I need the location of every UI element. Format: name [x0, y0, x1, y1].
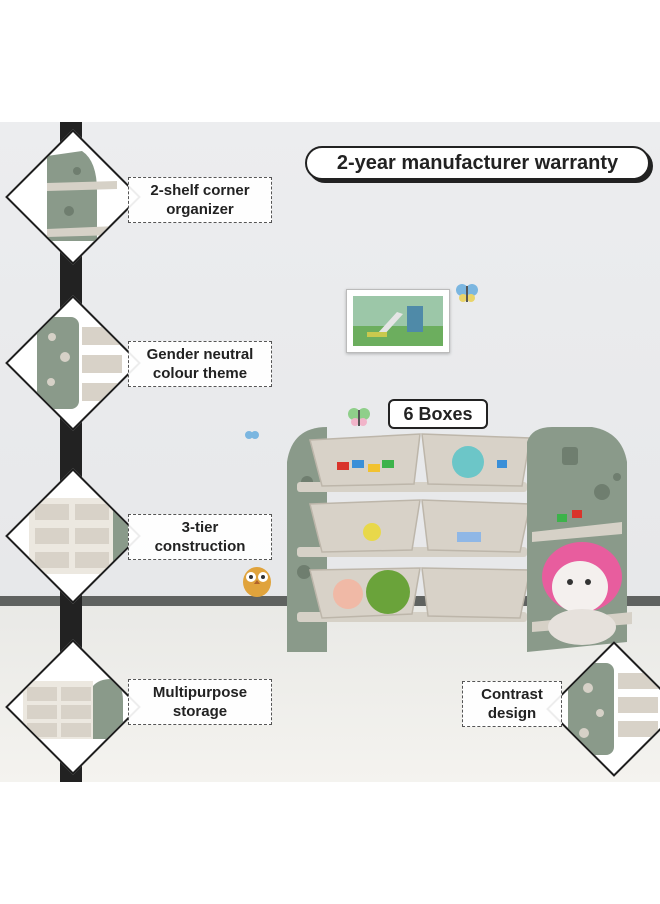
side-panel-thumbnail: [5, 295, 141, 431]
feature-label-multipurpose-storage: Multipurpose storage: [128, 679, 272, 725]
six-boxes-callout: 6 Boxes: [388, 399, 488, 429]
three-tier-thumbnail: [5, 468, 141, 604]
butterfly-icon: [456, 284, 478, 302]
butterfly-icon: [348, 408, 370, 426]
feature-label-three-tier: 3-tier construction: [128, 514, 272, 560]
butterfly-icon: [245, 431, 259, 439]
owl-sticker: [243, 567, 271, 597]
contrast-design-thumbnail: [546, 641, 660, 777]
divider-pole: [60, 122, 82, 782]
feature-label-colour-theme: Gender neutral colour theme: [128, 341, 272, 387]
multipurpose-thumbnail: [5, 639, 141, 775]
playground-picture: [353, 296, 443, 346]
wall-picture-frame: [346, 289, 450, 353]
toy-organizer: [287, 427, 632, 652]
product-photo: 2-year manufacturer warranty 6 Boxes 2-s…: [0, 122, 660, 782]
feature-label-corner-organizer: 2-shelf corner organizer: [128, 177, 272, 223]
feature-label-contrast-design: Contrast design: [462, 681, 562, 727]
warranty-badge: 2-year manufacturer warranty: [305, 146, 650, 180]
corner-organizer-thumbnail: [5, 129, 141, 265]
